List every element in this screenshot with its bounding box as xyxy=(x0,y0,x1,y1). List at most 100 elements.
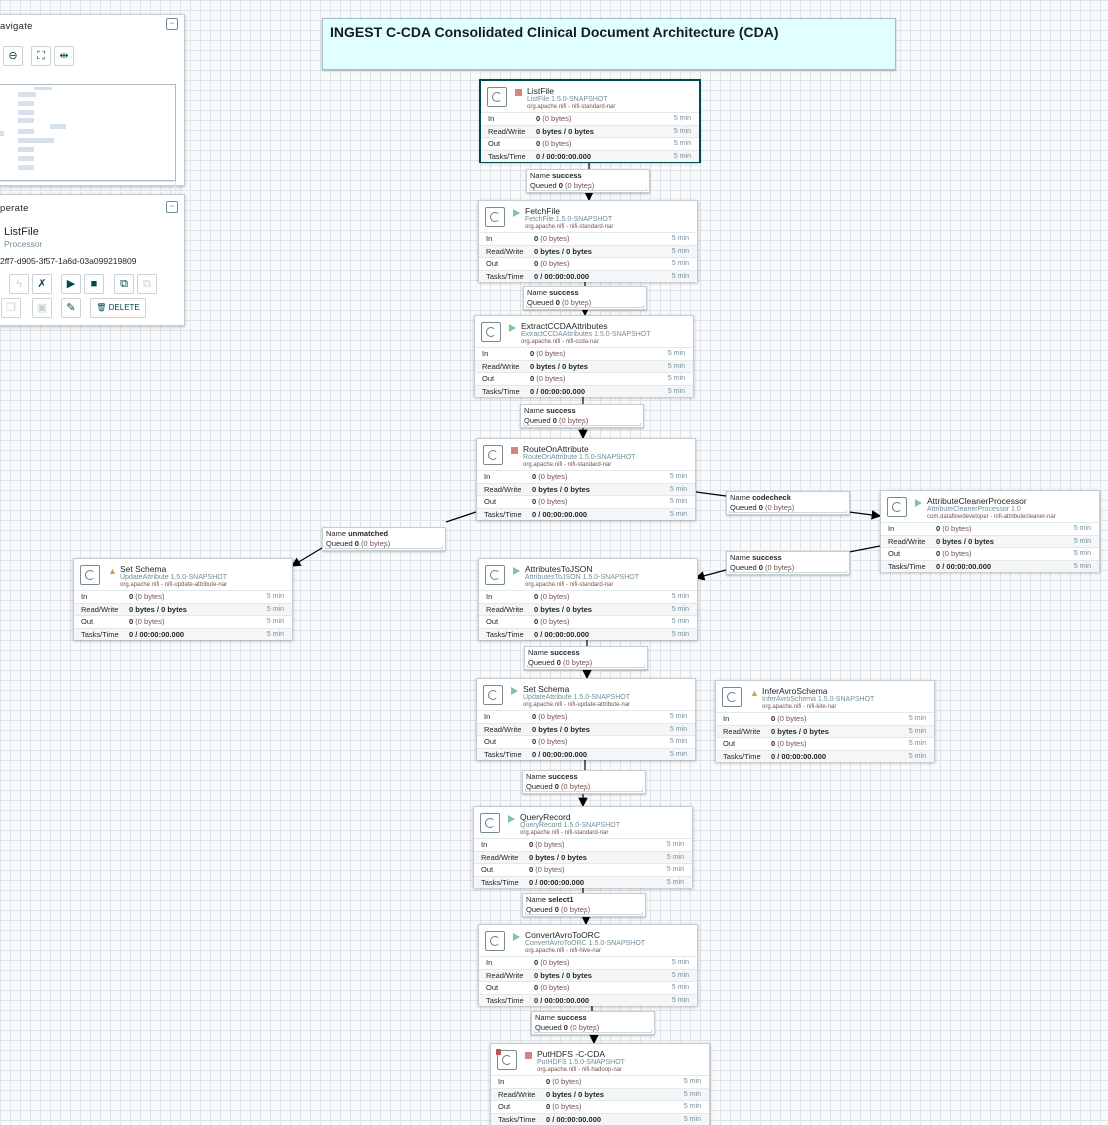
stat-label: Out xyxy=(723,738,735,749)
processor-name: ExtractCCDAAttributes xyxy=(521,321,607,331)
stopped-state-icon xyxy=(515,89,522,96)
processor-icon xyxy=(722,687,742,707)
processor-bundle: org.apache.nifi - nifi-kite-nar xyxy=(762,704,836,710)
stat-label: Tasks/Time xyxy=(888,561,926,572)
queue-progress-bar xyxy=(729,570,847,573)
operate-collapse-button[interactable]: − xyxy=(166,201,178,213)
canvas-label[interactable]: INGEST C-CDA Consolidated Clinical Docum… xyxy=(322,18,896,70)
processor-bundle: org.apache.nifi - nifi-standard-nar xyxy=(523,462,611,468)
fit-icon[interactable]: ⛶ xyxy=(31,46,51,66)
stat-value: 0 bytes / 0 bytes xyxy=(129,604,187,615)
create-template-icon[interactable]: ⧉ xyxy=(114,274,134,294)
stat-value: 0 bytes / 0 bytes xyxy=(532,484,590,495)
connection-name: Name codecheck xyxy=(730,493,791,502)
stat-window: 5 min xyxy=(909,726,926,737)
stat-window: 5 min xyxy=(670,496,687,507)
disable-icon[interactable]: ✗ xyxy=(32,274,52,294)
birdseye-block xyxy=(18,110,34,115)
connection-line xyxy=(446,512,476,522)
enable-icon[interactable]: ϟ xyxy=(9,274,29,294)
stat-window: 5 min xyxy=(667,864,684,875)
stat-value: 0 (0 bytes) xyxy=(771,713,806,724)
processor-bundle: org.apache.nifi - nifi-standard-nar xyxy=(525,224,613,230)
stat-label: Read/Write xyxy=(81,604,118,615)
actual-size-icon[interactable]: ⇹ xyxy=(54,46,74,66)
stat-window: 5 min xyxy=(670,471,687,482)
stat-value: 0 (0 bytes) xyxy=(532,711,567,722)
stat-value: 0 (0 bytes) xyxy=(536,113,571,124)
stat-value: 0 (0 bytes) xyxy=(529,864,564,875)
stat-value: 0 bytes / 0 bytes xyxy=(936,536,994,547)
queue-progress-bar xyxy=(523,423,641,426)
queue-progress-bar xyxy=(527,665,645,668)
processor-bundle: org.apache.nifi - nifi-standard-nar xyxy=(527,104,615,110)
stat-window: 5 min xyxy=(674,151,691,162)
start-icon[interactable]: ▶ xyxy=(61,274,81,294)
stat-window: 5 min xyxy=(267,591,284,602)
delete-button[interactable]: 🗑 DELETE xyxy=(90,298,146,318)
stat-window: 5 min xyxy=(672,604,689,615)
birdseye-view[interactable] xyxy=(0,84,176,181)
connection-name: Name success xyxy=(730,553,782,562)
stat-value: 0 / 00:00:00.000 xyxy=(534,271,589,282)
stat-value: 0 (0 bytes) xyxy=(532,496,567,507)
stat-window: 5 min xyxy=(684,1076,701,1087)
stat-value: 0 (0 bytes) xyxy=(546,1101,581,1112)
stat-window: 5 min xyxy=(672,957,689,968)
running-state-icon xyxy=(915,499,923,507)
stat-window: 5 min xyxy=(670,509,687,520)
stat-label: Read/Write xyxy=(486,604,523,615)
processor-bundle: org.apache.nifi - nifi-hadoop-nar xyxy=(537,1067,622,1073)
processor-name: InferAvroSchema xyxy=(762,686,828,696)
upload-template-icon[interactable]: ⧉ xyxy=(137,274,157,294)
copy-icon[interactable]: ❐ xyxy=(1,298,21,318)
navigate-title: avigate xyxy=(0,21,33,32)
stat-label: Read/Write xyxy=(484,484,521,495)
stat-value: 0 / 00:00:00.000 xyxy=(546,1114,601,1125)
stat-window: 5 min xyxy=(1074,548,1091,559)
connection-line xyxy=(849,546,880,552)
processor-type: InferAvroSchema 1.5.0-SNAPSHOT xyxy=(762,696,874,703)
navigate-collapse-button[interactable]: − xyxy=(166,18,178,30)
stop-icon[interactable]: ■ xyxy=(84,274,104,294)
birdseye-block xyxy=(18,101,34,106)
zoom-out-icon[interactable]: ⊖ xyxy=(3,46,23,66)
stat-label: In xyxy=(486,591,492,602)
birdseye-block xyxy=(18,118,34,123)
stat-window: 5 min xyxy=(670,711,687,722)
group-icon[interactable]: ▣ xyxy=(32,298,52,318)
stat-label: Tasks/Time xyxy=(488,151,526,162)
color-icon[interactable]: ✎ xyxy=(61,298,81,318)
